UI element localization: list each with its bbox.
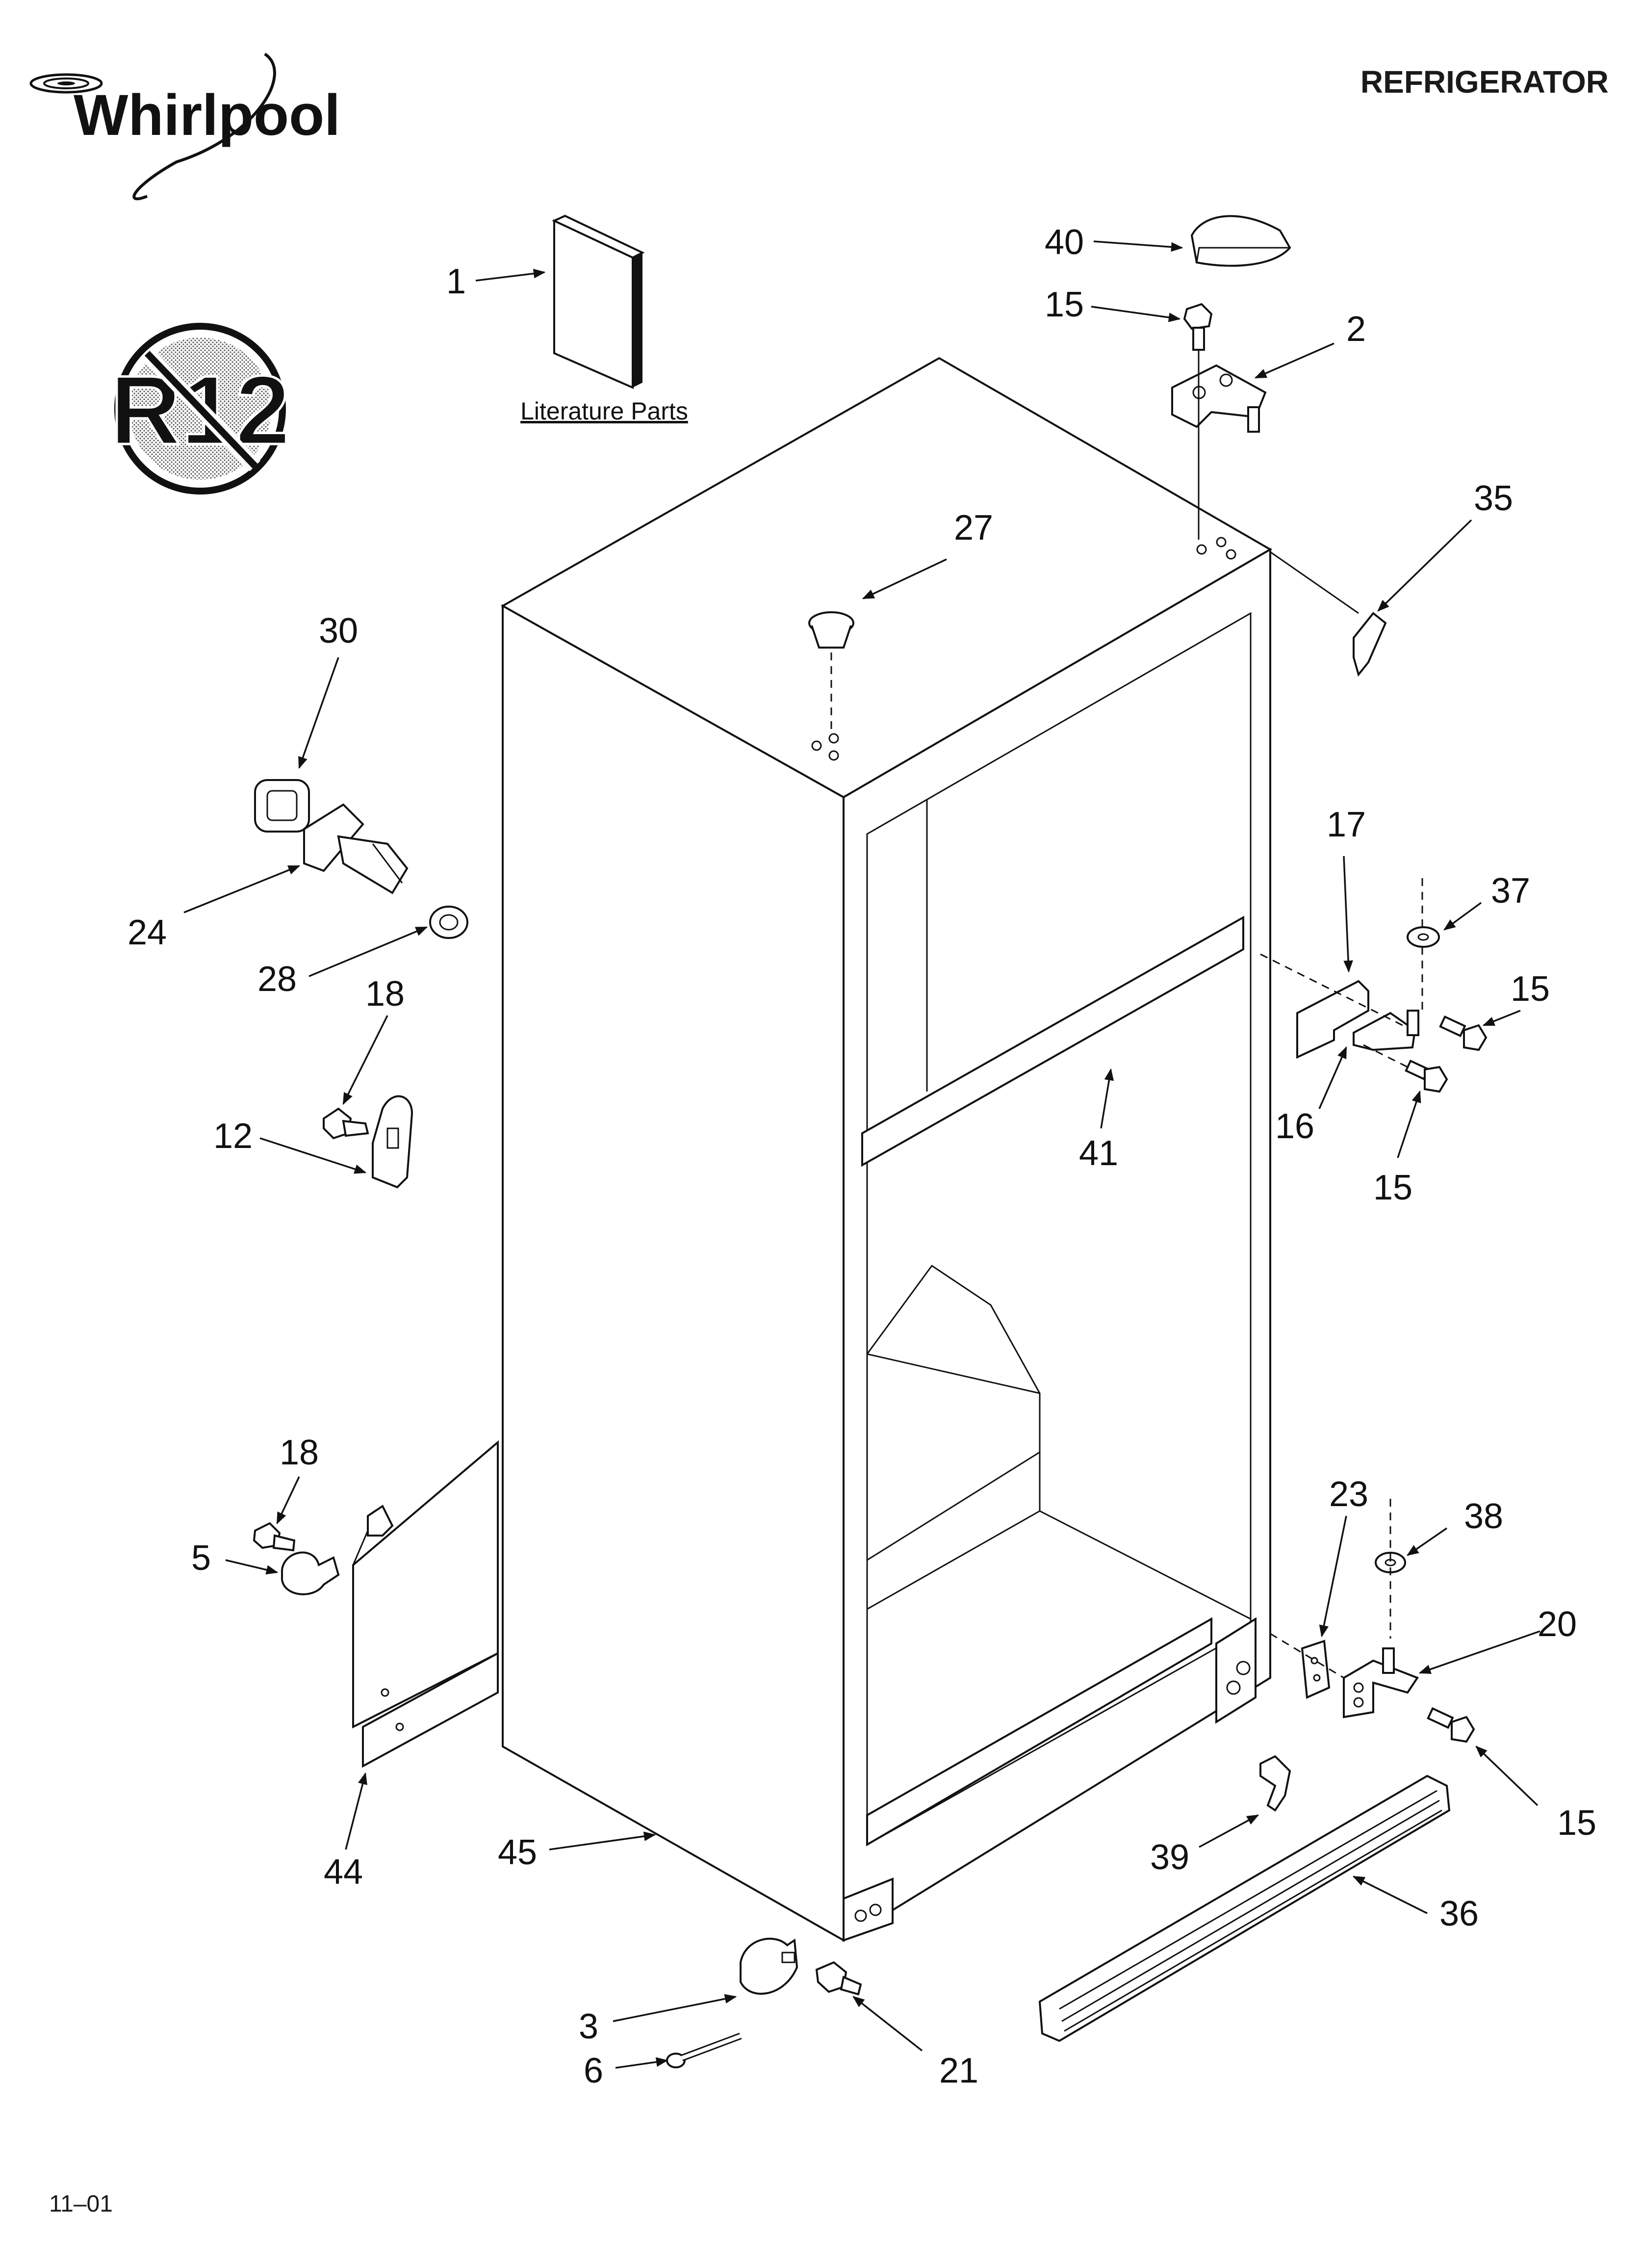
callout-20: 20 [1538,1605,1577,1644]
roller-bracket-part [740,1937,798,1995]
callout-39: 39 [1150,1838,1189,1877]
refrigerator-cabinet [500,357,1272,1942]
hinge-cover-part [1190,215,1291,267]
callout-12: 12 [213,1117,253,1156]
center-hinge-washer-part [1407,926,1440,948]
callout-15: 15 [1511,969,1550,1009]
center-hinge-screw-upper-part [1439,1015,1488,1051]
callout-36: 36 [1439,1894,1479,1933]
callout-45: 45 [498,1833,537,1872]
callout-41: 41 [1079,1134,1118,1173]
roller-screw-part [815,1961,862,1996]
callout-28: 28 [257,960,297,999]
top-hinge-part [1171,351,1267,540]
callout-27: 27 [954,508,993,547]
rear-access-panel-part [352,1440,499,1768]
callout-40: 40 [1045,223,1084,262]
callout-15: 15 [1373,1168,1412,1207]
callout-labels: 1 40 15 2 35 27 30 24 28 18 12 17 37 15 … [128,223,1596,2090]
callout-37: 37 [1491,871,1530,911]
callout-24: 24 [128,913,167,952]
wire-clip-part [372,1095,413,1189]
literature-parts-label: Literature Parts [520,397,688,425]
callout-21: 21 [939,2051,978,2090]
callout-18: 18 [280,1433,319,1472]
thermostat-shaft-part [303,803,409,894]
whirlpool-logo-text: Whirlpool [74,83,340,148]
callout-2: 2 [1346,310,1366,349]
top-trim-part [1270,551,1387,677]
callout-1: 1 [446,262,466,301]
callout-44: 44 [324,1852,363,1892]
grille-clip-part [1259,1755,1291,1812]
callout-38: 38 [1464,1497,1503,1536]
page-title: REFRIGERATOR [1360,64,1609,100]
wire-clip-screw-part [323,1107,369,1140]
cord-clamp-part [281,1551,340,1595]
top-plug-part [808,611,854,731]
roller-pin-part [666,2033,742,2068]
callout-16: 16 [1275,1107,1314,1146]
callout-5: 5 [191,1538,211,1578]
no-r12-badge: R12 [109,323,291,495]
top-hinge-screw-part [1183,303,1213,351]
thermostat-grommet-part [429,906,468,939]
whirlpool-logo: Whirlpool [29,52,340,201]
bottom-hinge-part [1270,1633,1419,1719]
thermostat-bezel-part [254,779,310,833]
callout-15: 15 [1557,1803,1596,1843]
bottom-hinge-washer-part [1375,1499,1406,1639]
callout-17: 17 [1327,805,1366,844]
callout-3: 3 [579,2007,598,2046]
callout-30: 30 [319,611,358,651]
center-hinge-part [1260,878,1433,1080]
callout-18: 18 [365,974,405,1014]
bottom-hinge-shim-part [1301,1640,1331,1699]
literature-booklet [552,214,645,390]
callout-35: 35 [1474,479,1513,518]
callout-6: 6 [584,2051,603,2090]
callout-23: 23 [1329,1475,1368,1514]
callout-15: 15 [1045,285,1084,324]
toe-grille-part [1038,1774,1451,2042]
cord-clamp-screw-part [253,1522,296,1552]
bottom-hinge-screw-part [1427,1707,1475,1743]
callout-leaders [183,240,1540,2069]
center-hinge-screw-lower-part [1405,1059,1448,1093]
footer-date-code: 11–01 [49,2191,113,2217]
